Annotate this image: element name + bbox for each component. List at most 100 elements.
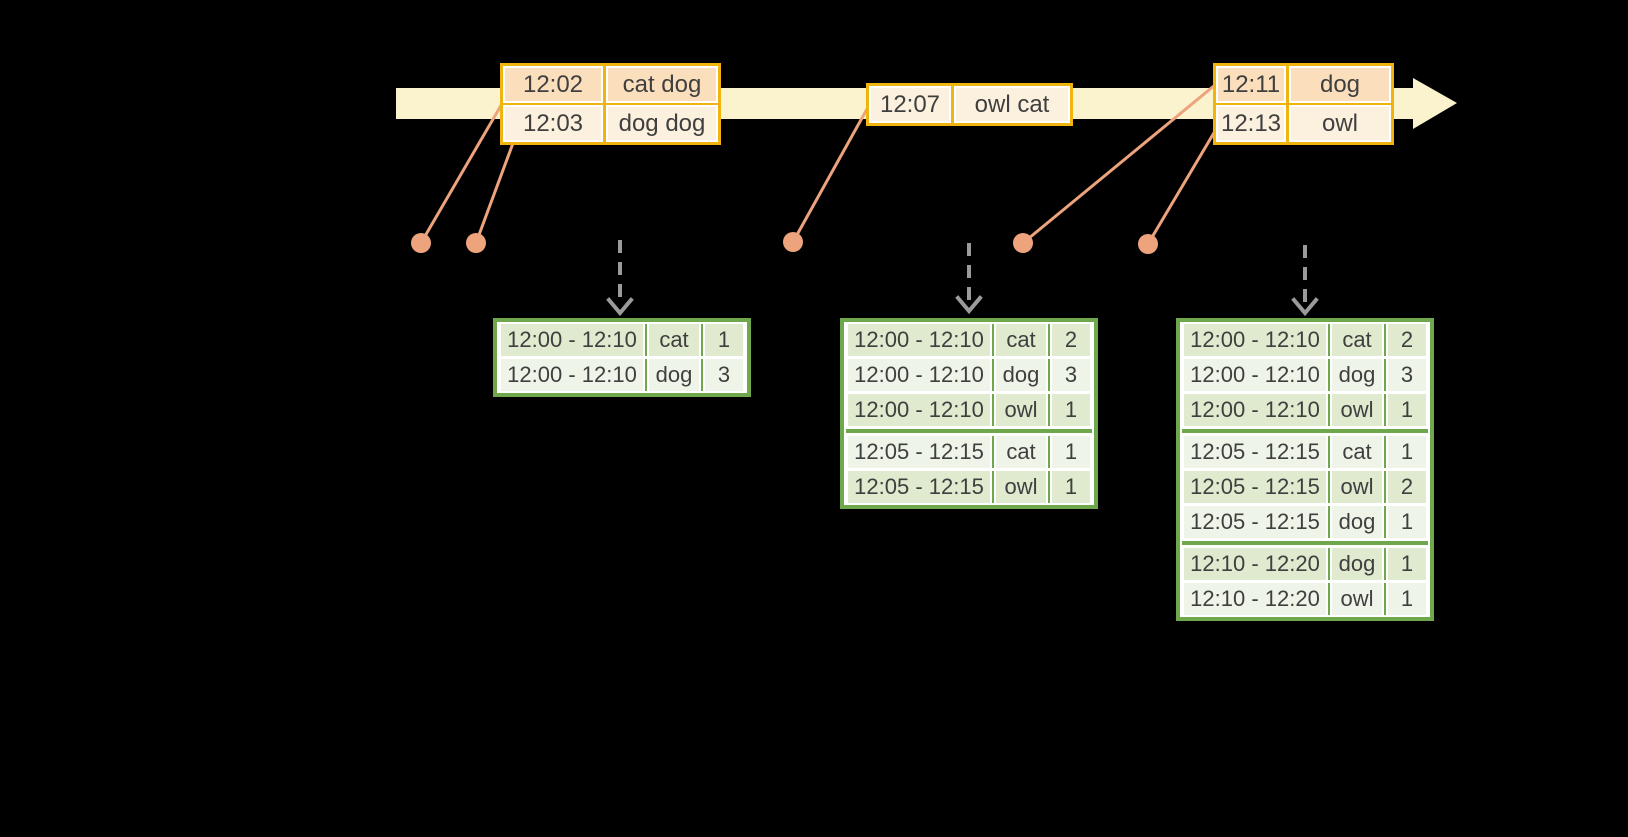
- word-cell: owl: [1332, 471, 1382, 503]
- event-table-1: 12:02 cat dog 12:03 dog dog: [500, 63, 721, 145]
- result-row: 12:00 - 12:10 owl 1: [1182, 394, 1428, 426]
- event-dot: [466, 233, 486, 253]
- count-cell: 1: [1052, 471, 1090, 503]
- window-cell: 12:05 - 12:15: [848, 471, 990, 503]
- column-separator: [1328, 394, 1330, 426]
- event-row: 12:07 owl cat: [869, 86, 1070, 123]
- column-separator: [1384, 394, 1386, 426]
- column-separator: [645, 359, 647, 391]
- connector-line: [791, 108, 869, 243]
- arrowhead-icon: [606, 297, 634, 317]
- window-cell: 12:05 - 12:15: [848, 436, 990, 468]
- column-separator: [1328, 583, 1330, 615]
- result-row: 12:05 - 12:15 owl 1: [846, 471, 1092, 503]
- column-separator: [992, 394, 994, 426]
- connector-line: [474, 126, 521, 244]
- window-cell: 12:10 - 12:20: [1184, 548, 1326, 580]
- event-time-cell: 12:07: [871, 88, 949, 121]
- arrowhead-icon: [955, 295, 983, 315]
- result-row: 12:00 - 12:10 cat 2: [846, 324, 1092, 356]
- event-dot: [1138, 234, 1158, 254]
- event-dot: [783, 232, 803, 252]
- column-separator: [1384, 436, 1386, 468]
- column-separator: [1384, 506, 1386, 538]
- event-words-cell: cat dog: [608, 68, 716, 101]
- word-cell: owl: [1332, 394, 1382, 426]
- word-cell: cat: [996, 436, 1046, 468]
- connector-line: [419, 89, 512, 244]
- column-separator: [1384, 324, 1386, 356]
- column-separator: [1048, 436, 1050, 468]
- column-separator: [992, 436, 994, 468]
- word-cell: cat: [649, 324, 699, 356]
- column-separator: [1048, 324, 1050, 356]
- count-cell: 1: [1388, 506, 1426, 538]
- result-row: 12:00 - 12:10 owl 1: [846, 394, 1092, 426]
- result-row: 12:00 - 12:10 dog 3: [499, 359, 745, 391]
- result-row: 12:05 - 12:15 dog 1: [1182, 506, 1428, 538]
- word-cell: dog: [996, 359, 1046, 391]
- count-cell: 2: [1052, 324, 1090, 356]
- event-table-2: 12:07 owl cat: [866, 83, 1073, 126]
- window-cell: 12:05 - 12:15: [1184, 506, 1326, 538]
- count-cell: 3: [1388, 359, 1426, 391]
- word-cell: owl: [996, 394, 1046, 426]
- count-cell: 1: [1388, 583, 1426, 615]
- window-cell: 12:00 - 12:10: [501, 324, 643, 356]
- event-time-cell: 12:02: [505, 68, 601, 101]
- window-cell: 12:00 - 12:10: [501, 359, 643, 391]
- event-row: 12:02 cat dog: [503, 66, 718, 103]
- window-cell: 12:00 - 12:10: [1184, 324, 1326, 356]
- count-cell: 1: [1388, 436, 1426, 468]
- result-row: 12:10 - 12:20 dog 1: [1182, 541, 1428, 580]
- column-separator: [1328, 436, 1330, 468]
- count-cell: 1: [1052, 394, 1090, 426]
- event-row: 12:03 dog dog: [503, 103, 718, 142]
- column-separator: [701, 324, 703, 356]
- column-separator: [1048, 471, 1050, 503]
- column-separator: [1384, 548, 1386, 580]
- word-cell: owl: [996, 471, 1046, 503]
- column-separator: [1286, 66, 1289, 103]
- result-row: 12:00 - 12:10 dog 3: [1182, 359, 1428, 391]
- event-words-cell: dog dog: [608, 107, 716, 140]
- column-separator: [701, 359, 703, 391]
- window-cell: 12:00 - 12:10: [848, 359, 990, 391]
- word-cell: cat: [1332, 324, 1382, 356]
- result-row: 12:00 - 12:10 cat 1: [499, 324, 745, 356]
- word-cell: dog: [1332, 506, 1382, 538]
- column-separator: [1048, 359, 1050, 391]
- window-cell: 12:05 - 12:15: [1184, 436, 1326, 468]
- result-row: 12:10 - 12:20 owl 1: [1182, 583, 1428, 615]
- event-words-cell: dog: [1291, 68, 1389, 101]
- window-cell: 12:00 - 12:10: [1184, 359, 1326, 391]
- column-separator: [645, 324, 647, 356]
- word-cell: cat: [1332, 436, 1382, 468]
- window-cell: 12:05 - 12:15: [1184, 471, 1326, 503]
- result-row: 12:05 - 12:15 cat 1: [846, 429, 1092, 468]
- column-separator: [992, 359, 994, 391]
- result-row: 12:05 - 12:15 owl 2: [1182, 471, 1428, 503]
- column-separator: [992, 324, 994, 356]
- event-time-cell: 12:11: [1218, 68, 1284, 101]
- result-table-3: 12:00 - 12:10 cat 2 12:00 - 12:10 dog 3 …: [1176, 318, 1434, 621]
- result-row: 12:00 - 12:10 dog 3: [846, 359, 1092, 391]
- event-words-cell: owl: [1291, 107, 1389, 140]
- word-cell: cat: [996, 324, 1046, 356]
- count-cell: 3: [705, 359, 743, 391]
- timeline-arrowhead-icon: [1413, 78, 1457, 129]
- event-dot: [1013, 233, 1033, 253]
- count-cell: 2: [1388, 324, 1426, 356]
- window-cell: 12:00 - 12:10: [1184, 394, 1326, 426]
- event-time-cell: 12:03: [505, 107, 601, 140]
- event-time-cell: 12:13: [1218, 107, 1284, 140]
- column-separator: [1328, 359, 1330, 391]
- column-separator: [992, 471, 994, 503]
- result-table-1: 12:00 - 12:10 cat 1 12:00 - 12:10 dog 3: [493, 318, 751, 397]
- count-cell: 2: [1388, 471, 1426, 503]
- word-cell: dog: [1332, 548, 1382, 580]
- window-cell: 12:10 - 12:20: [1184, 583, 1326, 615]
- column-separator: [1384, 359, 1386, 391]
- count-cell: 3: [1052, 359, 1090, 391]
- column-separator: [1328, 548, 1330, 580]
